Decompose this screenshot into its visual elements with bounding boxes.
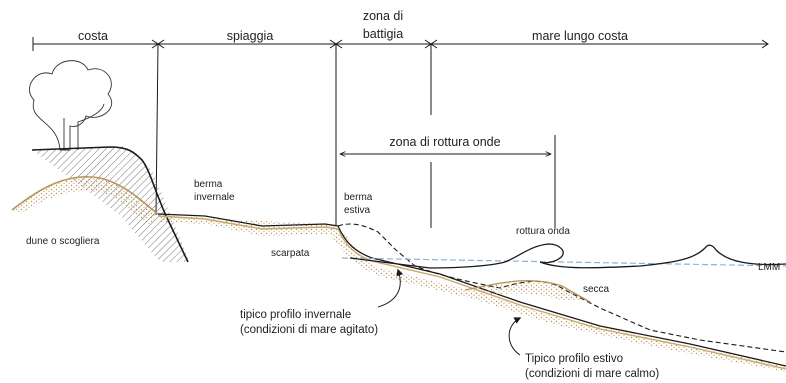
callout-summer-line2: (condizioni di mare calmo) (525, 368, 659, 380)
zone-label-mare: mare lungo costa (532, 29, 628, 43)
callout-summer-leader (509, 318, 520, 355)
zone-label-costa: costa (78, 29, 108, 43)
label-rottura-onda: rottura onda (516, 226, 570, 237)
label-berma-estiva-2: estiva (344, 205, 371, 216)
label-berma-invernale-1: berma (194, 179, 223, 190)
callout-summer-line1: Tipico profilo estivo (525, 353, 623, 365)
zone-label-spiaggia: spiaggia (227, 29, 274, 43)
label-berma-invernale-2: invernale (194, 192, 235, 203)
zone-label-battigia-line2: battigia (363, 27, 403, 41)
dune-cliff: dune o scogliera (12, 146, 190, 262)
callout-winter-line1: tipico profilo invernale (240, 309, 351, 321)
zone-header: costa spiaggia zona di battigia mare lun… (33, 9, 768, 51)
zone-label-battigia-line1: zona di (363, 9, 403, 23)
label-scarpata: scarpata (271, 248, 310, 259)
callout-winter-line2: (condizioni di mare agitato) (240, 324, 378, 336)
breaker-zone: zona di rottura onde (340, 135, 551, 154)
label-dune: dune o scogliera (26, 236, 100, 247)
summer-profile (338, 224, 786, 352)
breaker-zone-label: zona di rottura onde (389, 135, 500, 149)
label-lmm: LMM (758, 262, 780, 273)
tree-icon (29, 61, 111, 150)
beach-sand-fill (158, 214, 786, 372)
winter-profile (158, 214, 786, 372)
label-berma-estiva-1: berma (344, 192, 373, 203)
label-secca: secca (583, 284, 610, 295)
callout-winter: tipico profilo invernale (condizioni di … (240, 270, 400, 336)
water-surface (342, 244, 786, 268)
